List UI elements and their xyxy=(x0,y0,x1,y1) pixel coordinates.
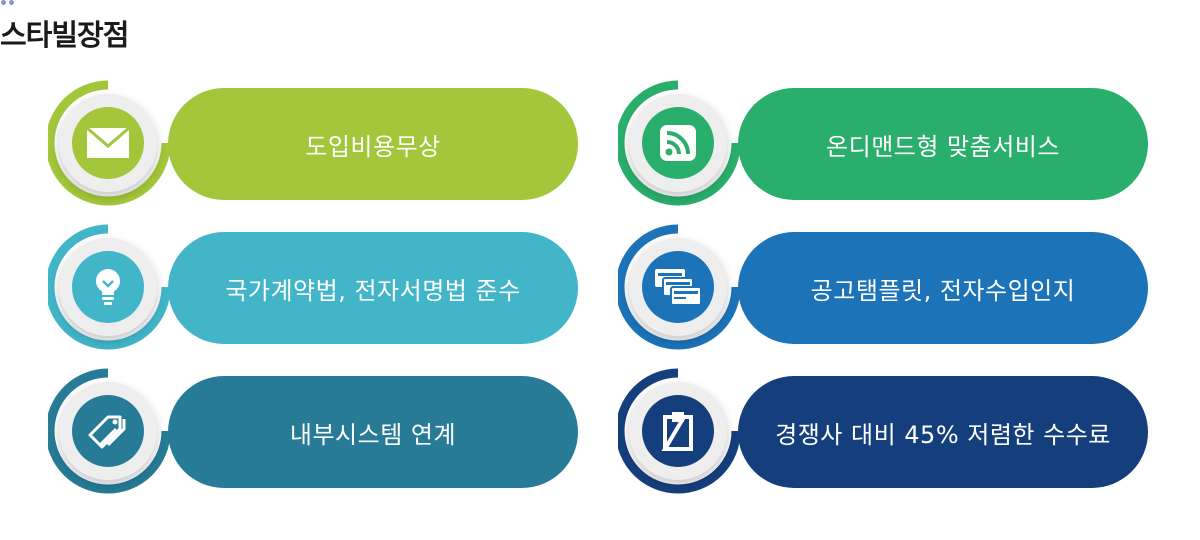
feature-label: 내부시스템 연계 xyxy=(289,420,457,449)
feature-label: 온디맨드형 맞춤서비스 xyxy=(826,132,1060,161)
feature-label: 경쟁사 대비 45% 저렴한 수수료 xyxy=(775,420,1111,449)
stacked-cards-icon xyxy=(642,251,714,323)
feature-card-low-fee: 경쟁사 대비 45% 저렴한 수수료 xyxy=(618,368,1148,494)
feature-pill xyxy=(738,232,1148,344)
feature-pill xyxy=(168,376,578,488)
envelope-icon xyxy=(72,107,144,179)
feature-pill xyxy=(168,88,578,200)
tags-icon xyxy=(72,395,144,467)
decorative-dots xyxy=(1,0,14,5)
accent-arc xyxy=(618,80,741,206)
feature-pill xyxy=(168,232,578,344)
lightbulb-icon xyxy=(72,251,144,323)
feature-pill xyxy=(738,376,1148,488)
feature-card-on-demand: 온디맨드형 맞춤서비스 xyxy=(618,80,1148,206)
accent-arc xyxy=(618,368,741,494)
accent-arc xyxy=(48,368,171,494)
feature-label: 국가계약법, 전자서명법 준수 xyxy=(225,276,521,305)
clipboard-icon xyxy=(642,395,714,467)
feature-label: 공고탬플릿, 전자수입인지 xyxy=(810,276,1076,305)
accent-arc xyxy=(48,80,171,206)
accent-arc xyxy=(48,224,171,350)
accent-arc xyxy=(618,224,741,350)
feature-pill xyxy=(738,88,1148,200)
feature-card-templates: 공고탬플릿, 전자수입인지 xyxy=(618,224,1148,350)
page-title: 스타빌장점 xyxy=(0,18,129,52)
rss-icon xyxy=(642,107,714,179)
feature-card-cost-free: 도입비용무상 xyxy=(48,80,578,206)
feature-card-integration: 내부시스템 연계 xyxy=(48,368,578,494)
feature-card-compliance: 국가계약법, 전자서명법 준수 xyxy=(48,224,578,350)
feature-label: 도입비용무상 xyxy=(305,132,441,161)
